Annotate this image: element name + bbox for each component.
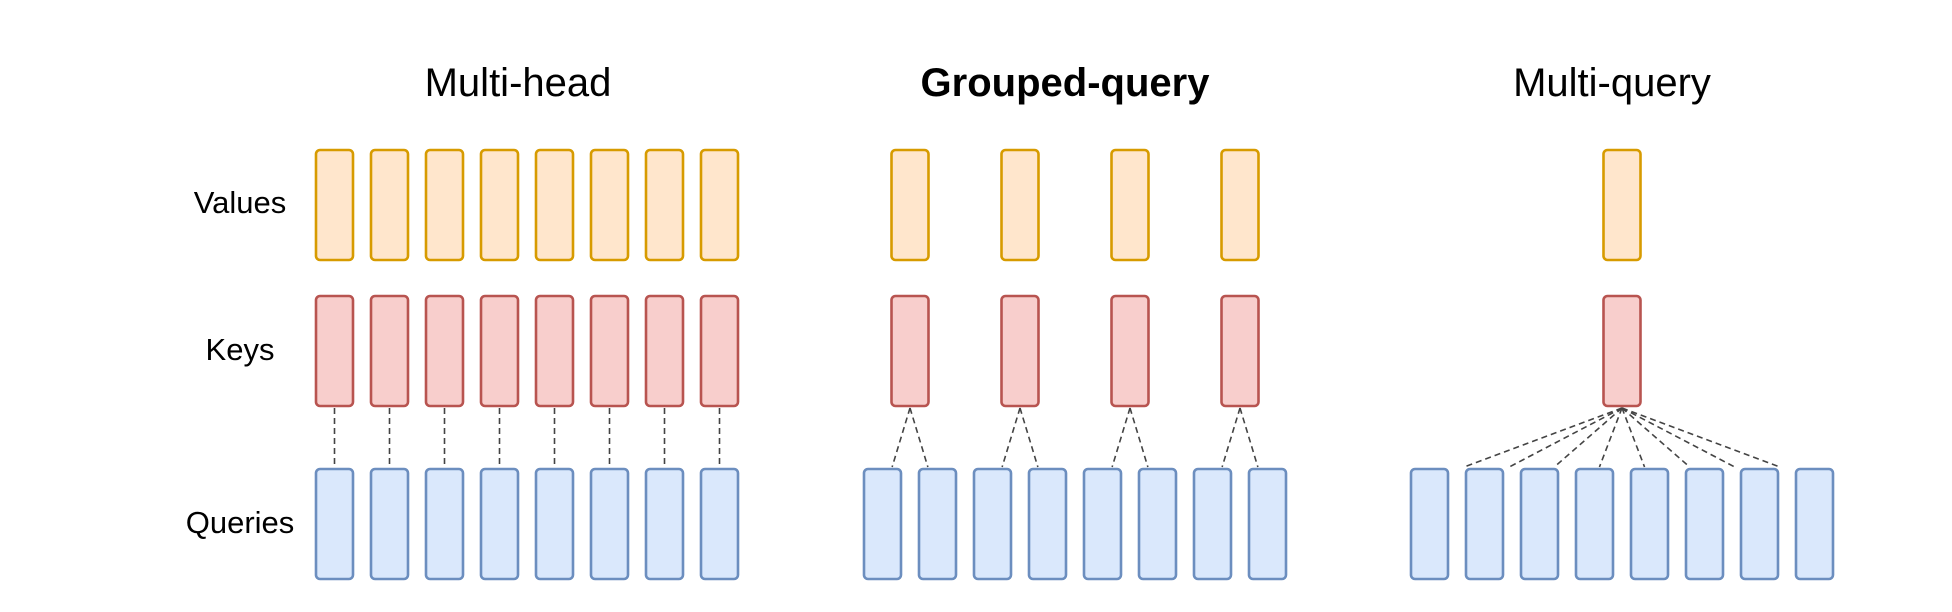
multi-head-value-head-5 (534, 148, 575, 262)
grouped-query-link-7 (1221, 407, 1241, 468)
attention-heads (314, 148, 1835, 581)
grouped-query-key-head-1 (890, 294, 930, 408)
multi-query-query-head-3 (1519, 467, 1560, 581)
multi-head-value-head-4 (479, 148, 520, 262)
multi-head-query-head-2 (369, 467, 410, 581)
multi-head-value-head-2 (369, 148, 410, 262)
multi-head-key-head-1 (314, 294, 355, 408)
multi-head-query-head-8 (699, 467, 740, 581)
multi-query-query-head-5 (1629, 467, 1670, 581)
multi-head-value-head-3 (424, 148, 465, 262)
row-label-values: Values (194, 185, 287, 220)
multi-query-query-head-8 (1794, 467, 1835, 581)
multi-head-value-head-8 (699, 148, 740, 262)
multi-head-value-head-1 (314, 148, 355, 262)
grouped-query-query-head-2 (917, 467, 958, 581)
multi-query-query-head-7 (1739, 467, 1780, 581)
multi-head-query-head-6 (589, 467, 630, 581)
grouped-query-query-head-7 (1192, 467, 1233, 581)
multi-head-key-head-3 (424, 294, 465, 408)
grouped-query-query-head-1 (862, 467, 903, 581)
grouped-query-value-head-2 (1000, 148, 1040, 262)
panel-title-grouped-query: Grouped-query (921, 61, 1211, 105)
row-label-keys: Keys (206, 332, 275, 367)
grouped-query-value-head-1 (890, 148, 930, 262)
multi-query-link-3 (1553, 407, 1623, 468)
row-label-queries: Queries (186, 505, 295, 540)
grouped-query-link-5 (1111, 407, 1131, 468)
grouped-query-query-head-3 (972, 467, 1013, 581)
panel-title-multi-head: Multi-head (425, 61, 612, 105)
grouped-query-query-head-6 (1137, 467, 1178, 581)
query-key-links (333, 407, 1781, 468)
multi-query-link-4 (1598, 407, 1623, 468)
grouped-query-key-head-4 (1220, 294, 1260, 408)
multi-query-link-1 (1463, 407, 1623, 468)
multi-query-link-8 (1621, 407, 1781, 468)
multi-query-link-6 (1621, 407, 1691, 468)
grouped-query-link-3 (1001, 407, 1021, 468)
multi-query-query-head-6 (1684, 467, 1725, 581)
grouped-query-query-head-4 (1027, 467, 1068, 581)
grouped-query-key-head-3 (1110, 294, 1150, 408)
multi-head-query-head-5 (534, 467, 575, 581)
multi-head-query-head-3 (424, 467, 465, 581)
multi-head-query-head-4 (479, 467, 520, 581)
multi-query-query-head-4 (1574, 467, 1615, 581)
multi-query-link-7 (1621, 407, 1736, 468)
multi-query-query-head-2 (1464, 467, 1505, 581)
multi-head-key-head-5 (534, 294, 575, 408)
multi-head-value-head-6 (589, 148, 630, 262)
multi-query-key-head-1 (1602, 294, 1642, 408)
multi-head-query-head-7 (644, 467, 685, 581)
grouped-query-key-head-2 (1000, 294, 1040, 408)
multi-query-query-head-1 (1409, 467, 1450, 581)
grouped-query-query-head-5 (1082, 467, 1123, 581)
multi-query-value-head-1 (1602, 148, 1642, 262)
multi-query-link-5 (1621, 407, 1646, 468)
grouped-query-link-6 (1129, 407, 1149, 468)
grouped-query-query-head-8 (1247, 467, 1288, 581)
grouped-query-value-head-3 (1110, 148, 1150, 262)
multi-head-key-head-4 (479, 294, 520, 408)
panel-title-multi-query: Multi-query (1513, 61, 1711, 105)
multi-head-value-head-7 (644, 148, 685, 262)
multi-head-query-head-1 (314, 467, 355, 581)
grouped-query-link-8 (1239, 407, 1259, 468)
grouped-query-link-4 (1019, 407, 1039, 468)
grouped-query-link-2 (909, 407, 929, 468)
multi-head-key-head-6 (589, 294, 630, 408)
multi-query-link-2 (1508, 407, 1623, 468)
multi-head-key-head-8 (699, 294, 740, 408)
multi-head-key-head-7 (644, 294, 685, 408)
multi-head-key-head-2 (369, 294, 410, 408)
grouped-query-value-head-4 (1220, 148, 1260, 262)
grouped-query-link-1 (891, 407, 911, 468)
